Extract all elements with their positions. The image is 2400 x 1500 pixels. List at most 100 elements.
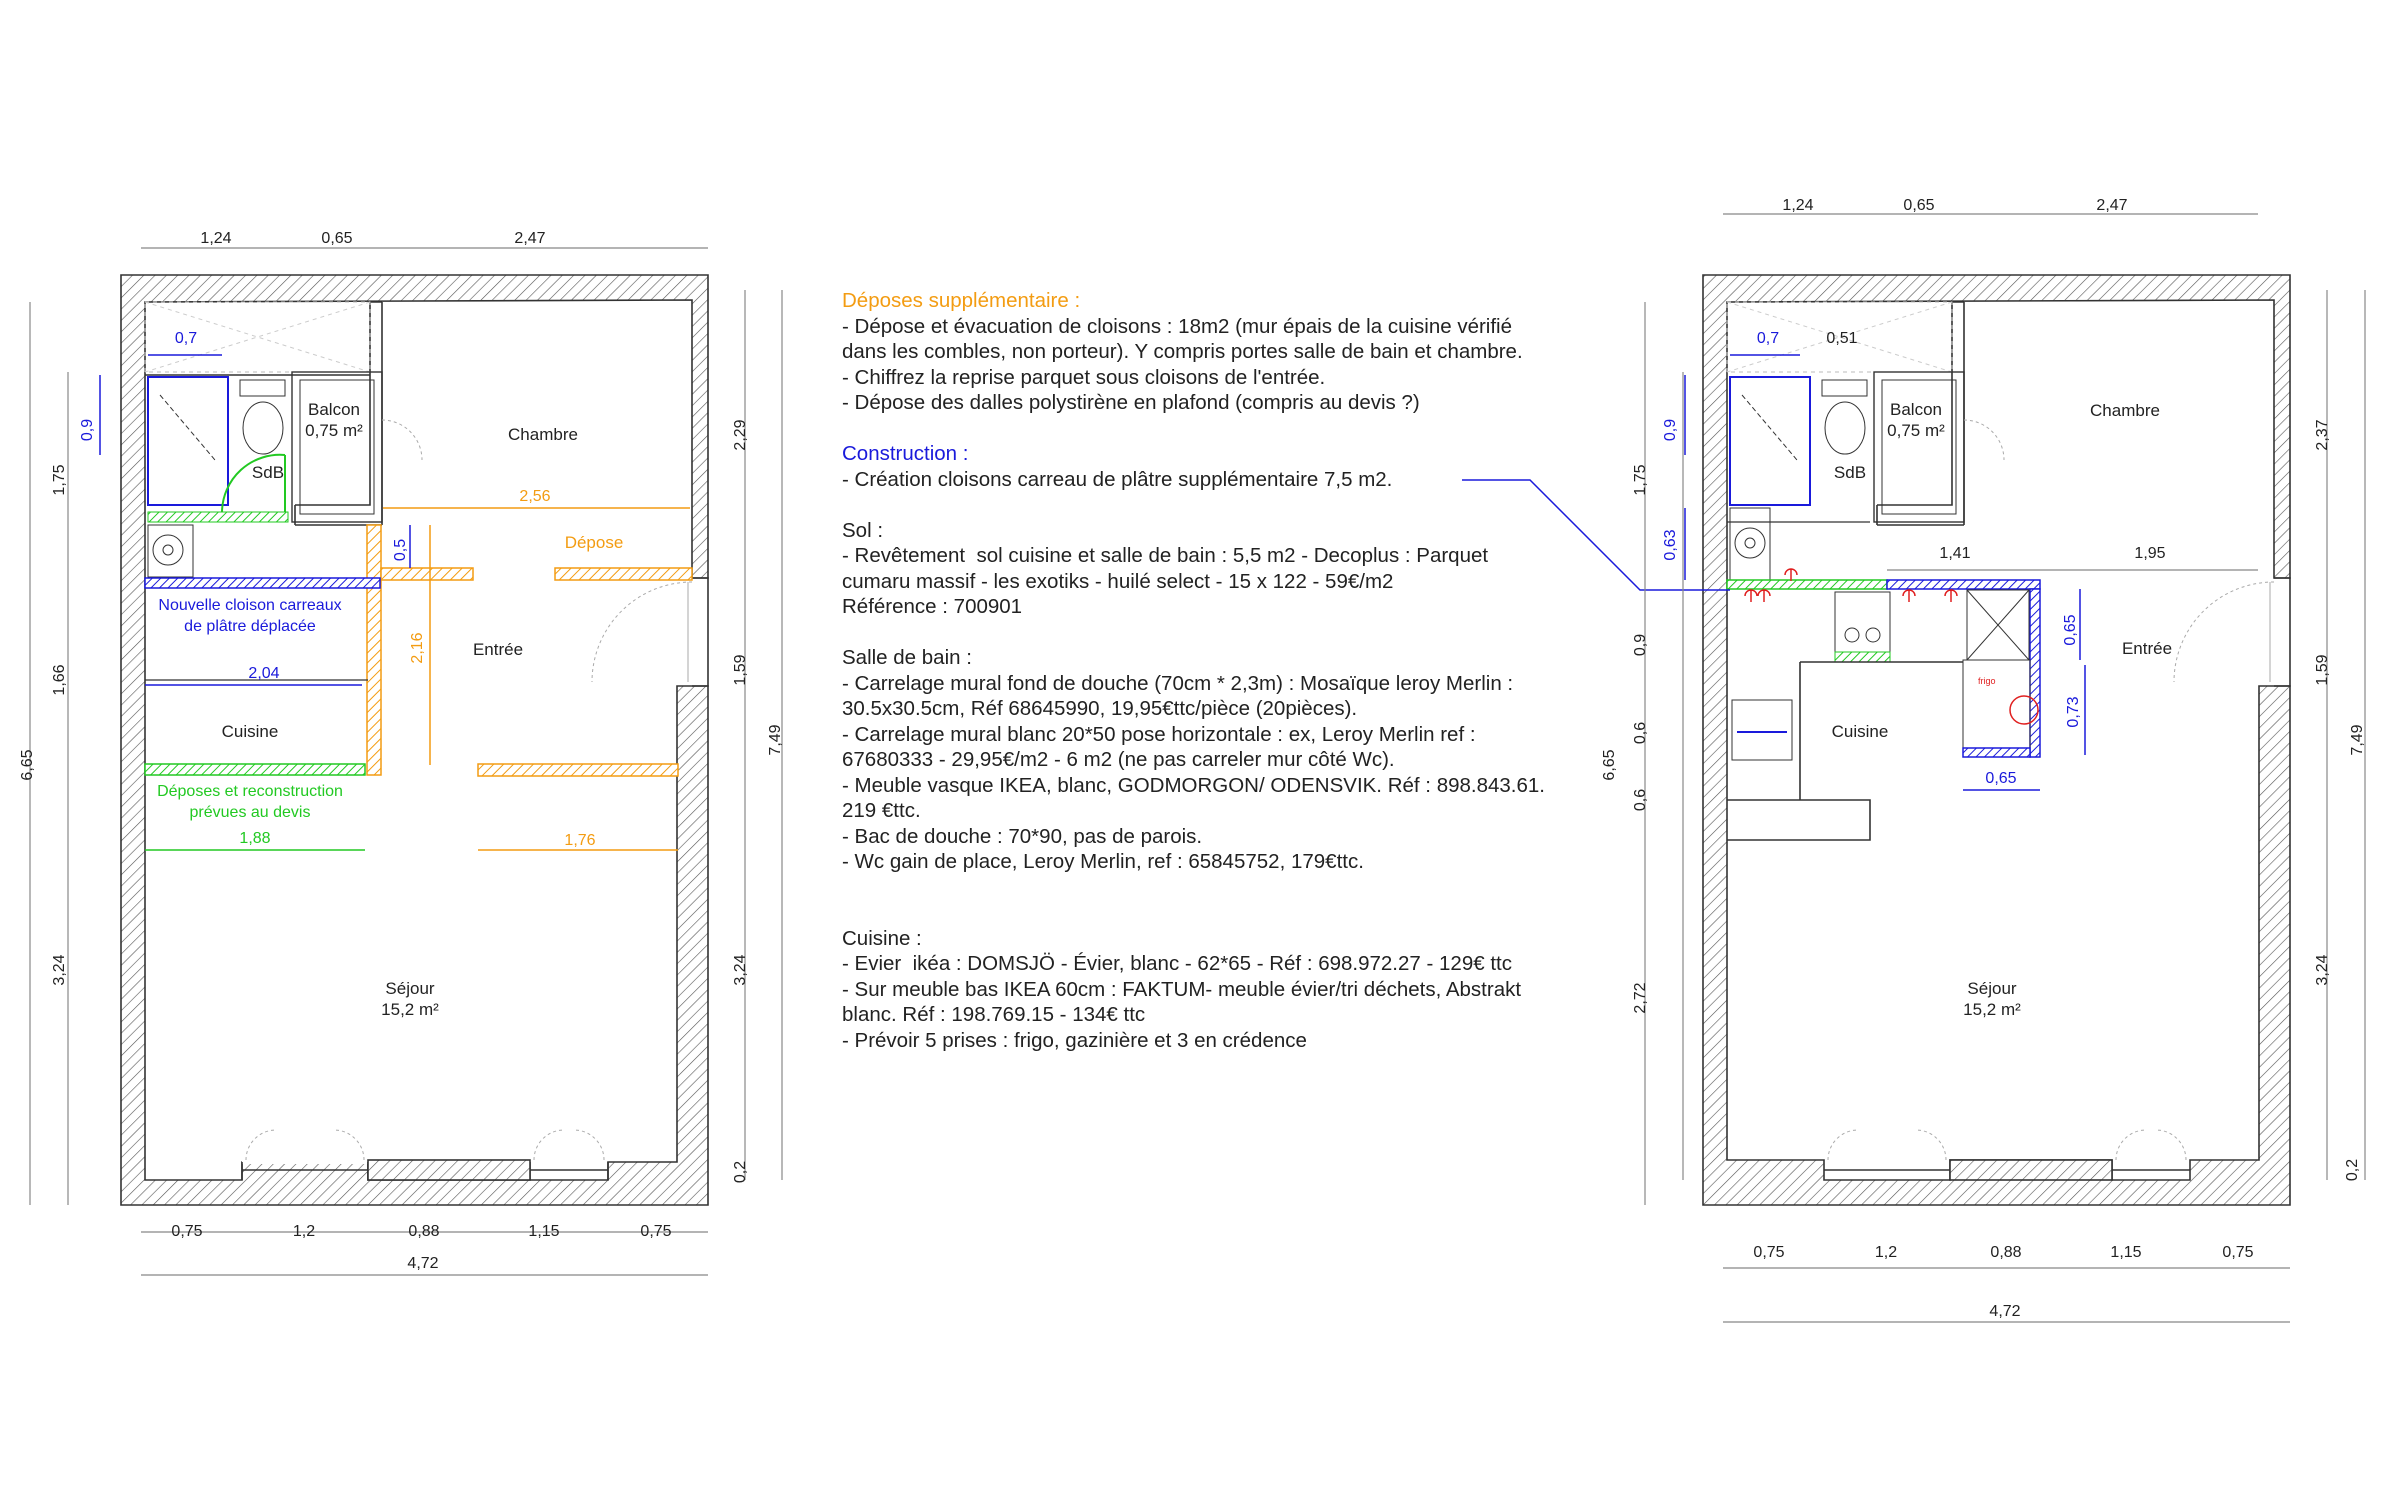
- orange-dim: 2,16: [409, 632, 426, 663]
- balcon-box: [291, 371, 383, 523]
- blue-new-partition: [144, 577, 381, 589]
- note-line: - Evier ikéa : DOMSJÖ - Évier, blanc - 6…: [842, 952, 1512, 975]
- blue-dim: 0,9: [1662, 419, 1679, 441]
- orange-wall-bottom: [477, 763, 679, 777]
- dim-top: 0,65: [321, 230, 352, 247]
- dim-right: 1,59: [732, 654, 749, 685]
- plan-left: Chambre Balcon 0,75 m² SdB Entrée Cuisin…: [19, 230, 784, 1276]
- outer-wall-left-plan: [120, 274, 709, 1206]
- note-line: Référence : 700901: [842, 595, 1023, 618]
- balcon-dashed-area: [144, 301, 371, 373]
- room-chambre: Chambre: [508, 425, 578, 444]
- blue-note-line1: Nouvelle cloison carreaux: [158, 597, 341, 614]
- wall-segment: [1949, 1159, 2113, 1181]
- dim-bottom: 1,2: [293, 1223, 315, 1240]
- shower-tray: [147, 376, 229, 506]
- window-swing-arcs: [245, 1129, 605, 1161]
- toilet-tank: [239, 379, 286, 397]
- dim-bottom: 1,2: [1875, 1244, 1897, 1261]
- note-line: - Bac de douche : 70*90, pas de parois.: [842, 824, 1203, 848]
- blue-partition: [1886, 579, 2041, 590]
- dim-bottom: 0,88: [1990, 1244, 2021, 1261]
- dim-top: 2,47: [514, 230, 545, 247]
- room-balcon-area: 0,75 m²: [305, 421, 363, 440]
- blue-dim-cuisine: 2,04: [248, 665, 279, 682]
- dim-left: 0,9: [1632, 634, 1649, 656]
- blue-partition-vertical: [2029, 588, 2041, 758]
- note-line: 30.5x30.5cm, Réf 68645990, 19,95€ttc/piè…: [842, 697, 1358, 720]
- dim-top: 2,47: [2096, 197, 2127, 214]
- dim-right: 3,24: [2314, 954, 2331, 985]
- dim-top: 1,24: [200, 230, 231, 247]
- toilet-bowl: [242, 401, 284, 455]
- green-note-line1: Déposes et reconstruction: [157, 783, 343, 800]
- plan-right: frigo Chambre Balcon 0,75: [1462, 197, 2366, 1323]
- dim-black: 1,95: [2134, 545, 2165, 562]
- room-balcon: Balcon: [308, 400, 360, 419]
- cuisine-title: Cuisine :: [842, 926, 922, 950]
- dim-top: 0,65: [1903, 197, 1934, 214]
- dim-total-width: 4,72: [407, 1255, 438, 1272]
- room-balcon: Balcon: [1890, 400, 1942, 419]
- dim-total-left: 6,65: [19, 749, 36, 780]
- note-line: - Sur meuble bas IKEA 60cm : FAKTUM- meu…: [842, 977, 1522, 1001]
- dim-right: 2,29: [732, 419, 749, 450]
- blue-dim: 0,63: [1662, 529, 1679, 560]
- sol-title: Sol :: [842, 518, 884, 542]
- shower-new: [1966, 589, 2030, 661]
- room-sejour-area: 15,2 m²: [381, 1000, 439, 1019]
- room-entree: Entrée: [2122, 639, 2172, 658]
- room-sdb: SdB: [252, 463, 284, 482]
- note-line: - Dépose des dalles polystirène en plafo…: [842, 391, 1420, 414]
- note-line: - Chiffrez la reprise parquet sous clois…: [842, 365, 1326, 389]
- dim-left: 1,66: [51, 664, 68, 695]
- blue-dim: 0,65: [2062, 614, 2079, 645]
- dim-top: 1,24: [1782, 197, 1813, 214]
- dim-left: 3,24: [51, 954, 68, 985]
- orange-dim: 2,56: [519, 488, 550, 505]
- dim-left: 1,75: [1632, 464, 1649, 495]
- frigo-outlet-icon: [2009, 695, 2039, 725]
- note-line: - Revêtement sol cuisine et salle de bai…: [842, 544, 1489, 567]
- dim-left: 0,6: [1632, 789, 1649, 811]
- dim-bottom: 0,88: [408, 1223, 439, 1240]
- dim-right: 3,24: [732, 954, 749, 985]
- note-line: 67680333 - 29,95€/m2 - 6 m2 (ne pas carr…: [842, 748, 1395, 771]
- green-dim: 1,88: [239, 830, 270, 847]
- green-partition: [1726, 579, 1888, 590]
- note-line: - Wc gain de place, Leroy Merlin, ref : …: [842, 850, 1364, 873]
- note-line: 219 €ttc.: [842, 799, 921, 822]
- room-sejour-area: 15,2 m²: [1963, 1000, 2021, 1019]
- dim-total-width: 4,72: [1989, 1303, 2020, 1320]
- sdb-title: Salle de bain :: [842, 646, 972, 669]
- dim-lines-left: [29, 247, 783, 1276]
- dim-left: 0,6: [1632, 722, 1649, 744]
- orange-wall-vertical: [366, 524, 382, 776]
- note-line: - Carrelage mural blanc 20*50 pose horiz…: [842, 722, 1476, 746]
- washbasin: [147, 524, 194, 578]
- dim-bottom: 0,75: [1753, 1244, 1784, 1261]
- room-balcon-area: 0,75 m²: [1887, 421, 1945, 440]
- balcon-inner: [299, 379, 375, 515]
- note-line: - Prévoir 5 prises : frigo, gazinière et…: [842, 1028, 1307, 1052]
- note-line: - Carrelage mural fond de douche (70cm *…: [842, 671, 1514, 695]
- dim-bottom: 1,15: [2110, 1244, 2141, 1261]
- room-sdb: SdB: [1834, 463, 1866, 482]
- blue-note-line2: de plâtre déplacée: [184, 618, 316, 635]
- depose-label: Dépose: [565, 533, 624, 552]
- dim-bottom: 0,75: [640, 1223, 671, 1240]
- dim-bottom: 1,15: [528, 1223, 559, 1240]
- note-line: dans les combles, non porteur). Y compri…: [842, 340, 1523, 363]
- construction-callout-line: [1462, 479, 1730, 591]
- renovation-notes: Déposes supplémentaire : - Dépose et éva…: [842, 288, 1602, 1053]
- dim-right: 0,2: [732, 1161, 749, 1183]
- note-line: - Dépose et évacuation de cloisons : 18m…: [842, 314, 1513, 338]
- sink: [1731, 699, 1793, 761]
- outer-wall-right-plan: [1702, 274, 2291, 1206]
- green-note-line2: prévues au devis: [190, 804, 311, 821]
- note-line: blanc. Réf : 198.769.15 - 134€ ttc: [842, 1003, 1146, 1026]
- room-sejour: Séjour: [1967, 979, 2016, 998]
- sdb-door-swing: [221, 453, 286, 513]
- note-line: cumaru massif - les exotiks - huilé sele…: [842, 569, 1394, 593]
